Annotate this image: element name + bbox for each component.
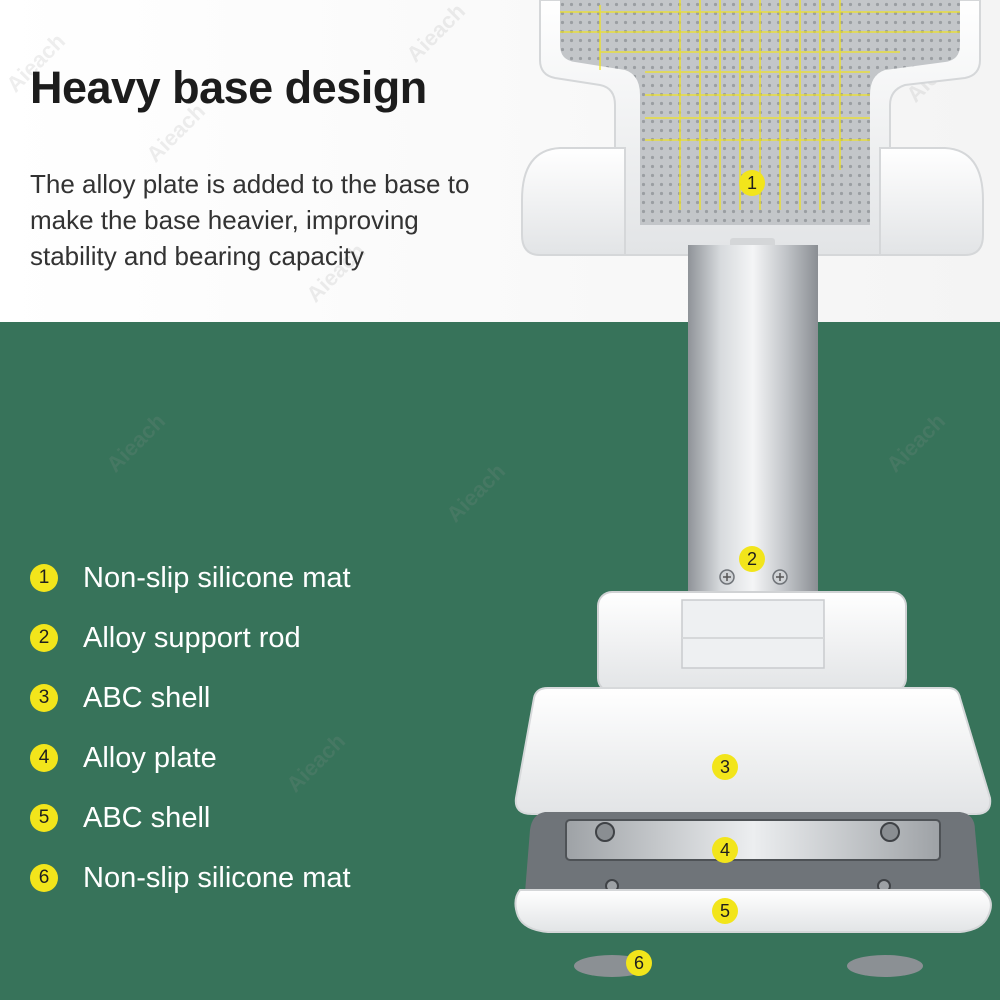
legend-item: 5 ABC shell	[30, 788, 351, 848]
support-rod	[688, 245, 818, 605]
legend-item: 6 Non-slip silicone mat	[30, 848, 351, 908]
legend-label: Non-slip silicone mat	[83, 861, 351, 894]
legend-item: 3 ABC shell	[30, 668, 351, 728]
number-badge: 6	[30, 864, 58, 892]
legend-label: Non-slip silicone mat	[83, 561, 351, 594]
number-badge: 4	[30, 744, 58, 772]
callout-4-badge: 4	[712, 837, 738, 863]
legend-label: Alloy support rod	[83, 621, 301, 654]
legend-item: 1 Non-slip silicone mat	[30, 548, 351, 608]
callout-2-badge: 2	[739, 546, 765, 572]
callout-1-badge: 1	[739, 170, 765, 196]
legend-label: ABC shell	[83, 801, 211, 834]
top-shell	[514, 687, 992, 815]
silicone-mat-right	[847, 955, 923, 977]
legend-item: 2 Alloy support rod	[30, 608, 351, 668]
legend-item: 4 Alloy plate	[30, 728, 351, 788]
component-legend: 1 Non-slip silicone mat 2 Alloy support …	[30, 548, 351, 908]
description: The alloy plate is added to the base to …	[30, 169, 470, 271]
legend-label: Alloy plate	[83, 741, 217, 774]
callout-3-badge: 3	[712, 754, 738, 780]
lower-tray	[514, 812, 992, 933]
number-badge: 3	[30, 684, 58, 712]
holder-head	[521, 0, 984, 256]
headline: Heavy base design	[30, 62, 427, 113]
number-badge: 2	[30, 624, 58, 652]
callout-5-badge: 5	[712, 898, 738, 924]
hinge	[597, 591, 907, 693]
callout-6-badge: 6	[626, 950, 652, 976]
number-badge: 1	[30, 564, 58, 592]
legend-label: ABC shell	[83, 681, 211, 714]
number-badge: 5	[30, 804, 58, 832]
